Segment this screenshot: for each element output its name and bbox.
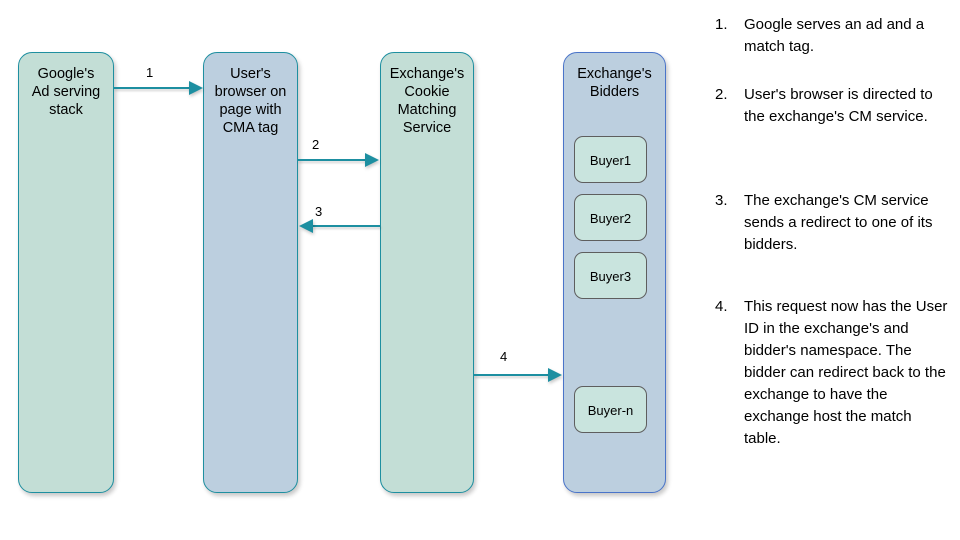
lane-bidders-label: Exchange's Bidders: [577, 66, 652, 100]
flow-diagram: Google's Ad serving stack User's browser…: [18, 52, 666, 493]
lane-exchange-cookie-matching-service: Exchange's Cookie Matching Service: [380, 52, 474, 493]
arrow-2-label: 2: [312, 137, 320, 152]
arrow-1-label: 1: [146, 65, 154, 80]
lane-browser-label: User's browser on page with CMA tag: [214, 66, 287, 136]
step-item-1: 1. Google serves an ad and a match tag.: [706, 14, 960, 58]
step-2-text: User's browser is directed to the exchan…: [744, 86, 933, 125]
arrow-3-head-icon: [299, 219, 313, 233]
lane-user-browser: User's browser on page with CMA tag: [203, 52, 298, 493]
buyer-box-2: Buyer2: [574, 194, 647, 241]
arrow-4-head-icon: [548, 368, 562, 382]
step-1-text: Google serves an ad and a match tag.: [744, 16, 925, 55]
step-item-2: 2. User's browser is directed to the exc…: [706, 84, 960, 128]
step-4-number: 4.: [715, 298, 728, 315]
step-4-text: This request now has the User ID in the …: [744, 298, 948, 447]
lane-google-ad-serving-stack: Google's Ad serving stack: [18, 52, 114, 493]
arrow-3-line: [312, 225, 380, 228]
arrow-2-head-icon: [365, 153, 379, 167]
arrow-1-head-icon: [189, 81, 203, 95]
step-2-number: 2.: [715, 86, 728, 103]
lane-google-label: Google's Ad serving stack: [31, 66, 101, 118]
step-item-4: 4. This request now has the User ID in t…: [706, 296, 960, 450]
lane-cms-label: Exchange's Cookie Matching Service: [389, 66, 465, 136]
steps-list: 1. Google serves an ad and a match tag. …: [706, 0, 960, 540]
buyer-box-n: Buyer-n: [574, 386, 647, 433]
buyer-box-1: Buyer1: [574, 136, 647, 183]
step-3-number: 3.: [715, 192, 728, 209]
arrow-1-line: [114, 87, 190, 90]
arrow-3-label: 3: [315, 204, 323, 219]
step-item-3: 3. The exchange's CM service sends a red…: [706, 190, 960, 256]
buyer-box-3: Buyer3: [574, 252, 647, 299]
arrow-4-line: [474, 374, 549, 377]
arrow-4-label: 4: [500, 349, 508, 364]
step-3-text: The exchange's CM service sends a redire…: [744, 192, 933, 253]
lane-exchange-bidders: Exchange's Bidders Buyer1 Buyer2 Buyer3 …: [563, 52, 666, 493]
step-1-number: 1.: [715, 16, 728, 33]
arrow-2-line: [298, 159, 366, 162]
